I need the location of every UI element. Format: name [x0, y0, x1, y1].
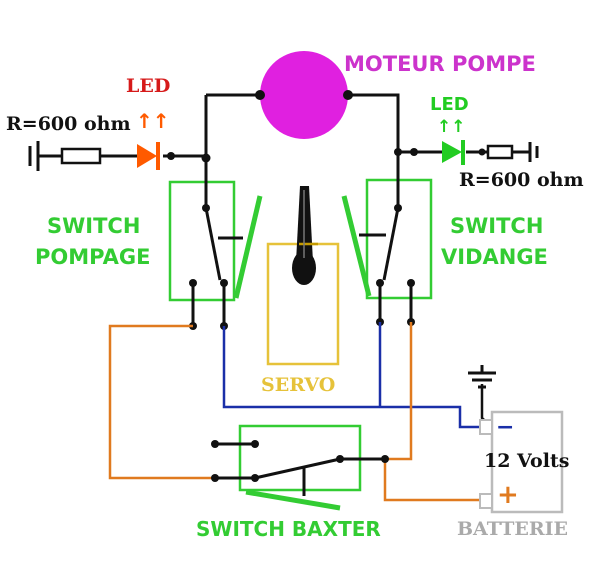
switch-pompage-pin: [189, 279, 197, 287]
battery-terminal-pos: [479, 493, 493, 509]
led-right-label: LED: [430, 94, 469, 115]
switch-vidange-pin: [394, 204, 402, 212]
motor-wiring: [204, 93, 400, 160]
right-resistor-junction: [478, 148, 486, 156]
battery-label: BATTERIE: [457, 518, 568, 540]
switch-baxter-pin: [211, 474, 219, 482]
switch-baxter-pin: [251, 474, 259, 482]
resistor-right: [486, 144, 514, 160]
led-diode-icon: [137, 142, 160, 170]
switch-pompage-contacts: [191, 158, 243, 326]
motor-terminal-right: [343, 90, 353, 100]
led-left-label: LED: [126, 75, 170, 97]
switch-pompage-pin: [220, 279, 228, 287]
switch-baxter-pin: [381, 455, 389, 463]
switch-baxter-label: SWITCH BAXTER: [196, 517, 381, 541]
led-diode-icon: [442, 140, 465, 165]
motor-terminal-left: [255, 90, 265, 100]
left-led-junction: [167, 152, 175, 160]
battery-terminal-neg: [479, 419, 493, 435]
wire-negative: [222, 326, 492, 429]
wire-positive-left: [108, 324, 215, 480]
ground-icon: [28, 141, 40, 171]
led-left-arrows: ↑↑: [136, 109, 170, 133]
switch-baxter-pin: [336, 455, 344, 463]
wire-positive-battery: [383, 459, 480, 502]
switch-pompage-pin: [202, 204, 210, 212]
battery-box: [490, 410, 564, 514]
right-led-junction: [410, 148, 418, 156]
switch-baxter-lever: [245, 489, 341, 511]
ground-icon: [528, 142, 539, 162]
switch-vidange-pin: [376, 279, 384, 287]
battery-plus-sign: +: [497, 480, 519, 510]
switch-baxter-contacts: [215, 442, 385, 496]
switch-pompage-label-2: POMPAGE: [35, 245, 150, 269]
resistor-right-label: R=600 ohm: [459, 169, 584, 191]
motor-icon: [260, 51, 348, 139]
switch-baxter-pin: [211, 440, 219, 448]
ground-icon: [468, 365, 496, 389]
switch-vidange-label-1: SWITCH: [450, 214, 543, 238]
switch-pompage-lever: [233, 195, 263, 299]
switch-pompage-box: [168, 180, 236, 302]
wire-positive-right: [385, 322, 413, 461]
led-right-arrows: ↑↑: [437, 117, 466, 137]
switch-baxter-pin: [251, 440, 259, 448]
servo-arm-icon: [292, 186, 318, 285]
battery-voltage: 12 Volts: [484, 450, 569, 472]
switch-vidange-contacts: [359, 152, 413, 322]
resistor-left: [60, 147, 102, 165]
switch-pompage-label-1: SWITCH: [47, 214, 140, 238]
motor-label: MOTEUR POMPE: [344, 52, 536, 76]
battery-minus-sign: −: [496, 415, 514, 440]
resistor-left-label: R=600 ohm: [6, 113, 131, 135]
switch-vidange-pin: [407, 279, 415, 287]
switch-vidange-lever: [341, 195, 372, 297]
servo-label: SERVO: [261, 374, 335, 396]
switch-vidange-label-2: VIDANGE: [441, 245, 548, 269]
